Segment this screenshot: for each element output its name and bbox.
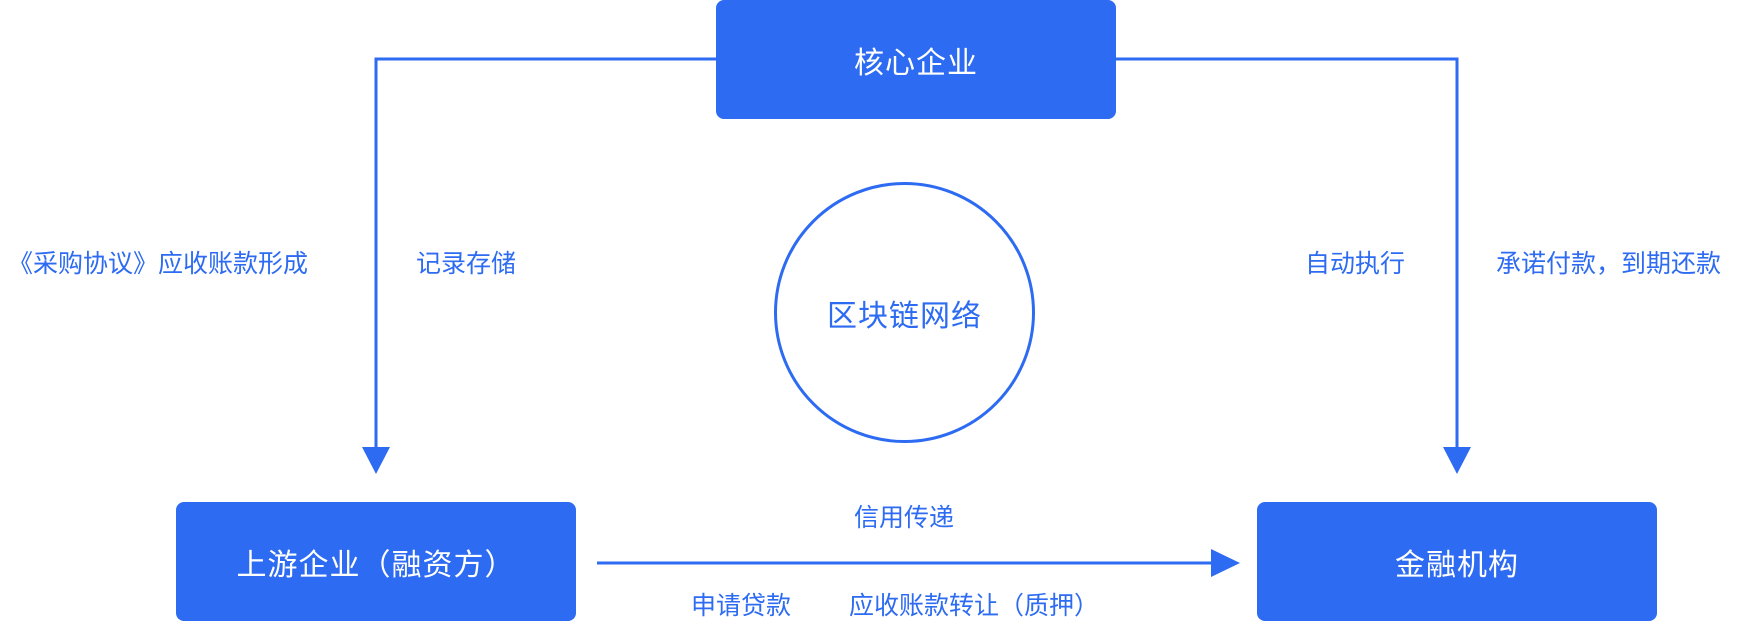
label-apply-loan: 申请贷款 [691, 591, 792, 620]
label-credit-transfer: 信用传递 [854, 503, 955, 532]
arrowhead-horizontal [1211, 549, 1240, 577]
node-financial-institution[interactable]: 金融机构 [1257, 502, 1657, 621]
label-auto-execute: 自动执行 [1305, 249, 1406, 278]
edge-core-to-finance [1116, 57, 1459, 450]
arrowhead-upstream [362, 447, 390, 474]
edge-core-to-upstream [374, 57, 716, 450]
label-promise-payment: 承诺付款，到期还款 [1496, 249, 1722, 278]
arrowhead-finance [1443, 447, 1471, 474]
node-core-enterprise[interactable]: 核心企业 [716, 0, 1116, 119]
node-upstream-enterprise[interactable]: 上游企业（融资方） [176, 502, 576, 621]
node-blockchain-network[interactable]: 区块链网络 [774, 182, 1035, 443]
label-agreement: 《采购协议》应收账款形成 [8, 249, 309, 278]
label-record-storage: 记录存储 [416, 249, 517, 278]
label-receivable-transfer: 应收账款转让（质押） [849, 591, 1100, 620]
